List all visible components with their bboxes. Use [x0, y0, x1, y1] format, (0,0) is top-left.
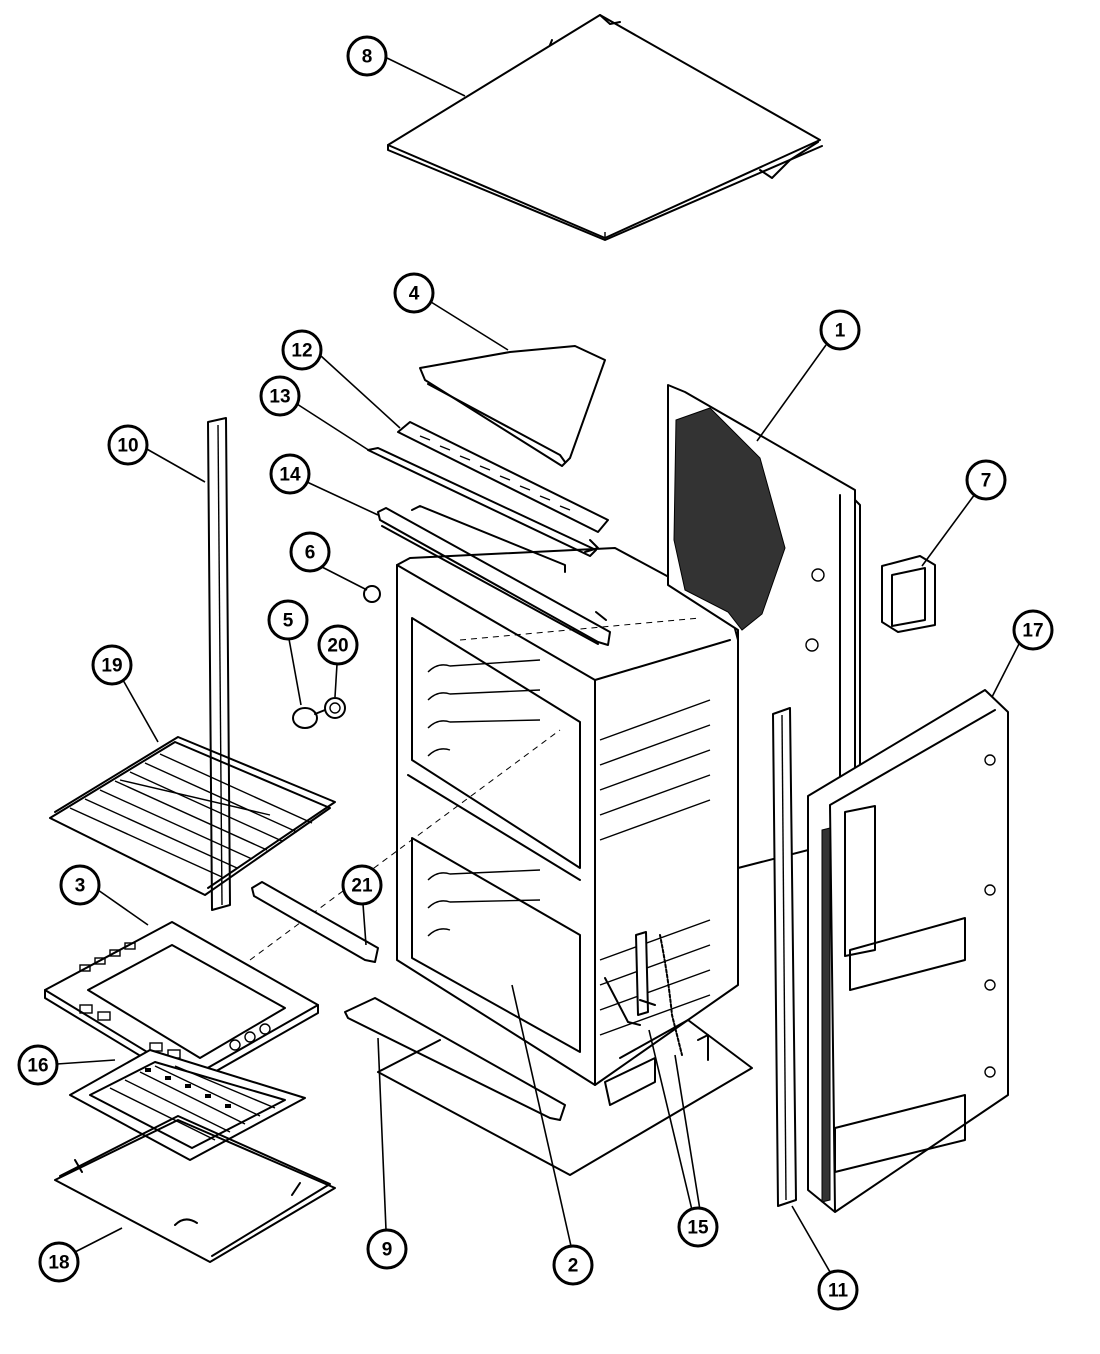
rack-support-part [251, 881, 379, 963]
callout-11-label: 11 [828, 1281, 849, 1302]
side-rail-right-part [772, 707, 797, 1207]
side-rail-left-part [207, 417, 231, 911]
bottom-tray-part [344, 997, 753, 1176]
callout-14-label: 14 [279, 465, 301, 486]
callout-10-label: 10 [117, 436, 138, 457]
callout-labels: 8 4 12 1 13 10 [17, 35, 1054, 1311]
callout-18: 18 [38, 1241, 80, 1283]
callout-3: 3 [59, 864, 101, 906]
callout-17: 17 [1012, 609, 1054, 651]
oven-rack-part [49, 736, 336, 896]
callout-11: 11 [817, 1269, 859, 1311]
top-panel-part [387, 14, 823, 241]
callout-5: 5 [267, 599, 309, 641]
callout-9: 9 [366, 1228, 408, 1270]
control-panel-part [44, 921, 319, 1087]
door-hinge-part [604, 931, 683, 1056]
callout-4-label: 4 [409, 284, 420, 305]
callout-21-label: 21 [351, 876, 373, 897]
callout-2-label: 2 [568, 1256, 579, 1277]
callout-7: 7 [965, 459, 1007, 501]
callout-1: 1 [819, 309, 861, 351]
callout-20: 20 [317, 624, 359, 666]
callout-5-label: 5 [283, 611, 294, 632]
callout-10: 10 [107, 424, 149, 466]
callout-7-label: 7 [981, 471, 992, 492]
callout-6-label: 6 [305, 543, 316, 564]
junction-box-part [881, 555, 936, 633]
callout-2: 2 [552, 1244, 594, 1286]
callout-15: 15 [677, 1206, 719, 1248]
callout-16-label: 16 [27, 1056, 48, 1077]
callout-15-label: 15 [687, 1218, 709, 1239]
callout-20-label: 20 [327, 636, 348, 657]
callout-18-label: 18 [48, 1253, 69, 1274]
callout-13: 13 [259, 375, 301, 417]
rack-frame-part [54, 1115, 336, 1263]
callout-8-label: 8 [362, 47, 373, 68]
side-panel-part [807, 689, 1009, 1213]
callout-12: 12 [281, 329, 323, 371]
vent-trim-part [367, 421, 609, 557]
callout-17-label: 17 [1022, 621, 1043, 642]
mounting-bracket-part [377, 505, 611, 646]
small-fittings [292, 585, 381, 729]
callout-3-label: 3 [75, 876, 86, 897]
callout-6: 6 [289, 531, 331, 573]
callout-4: 4 [393, 272, 435, 314]
callout-16: 16 [17, 1044, 59, 1086]
callout-12-label: 12 [291, 341, 312, 362]
callout-8: 8 [346, 35, 388, 77]
rear-panel-part [667, 384, 861, 869]
heat-shield-part [419, 345, 606, 467]
callout-9-label: 9 [382, 1240, 393, 1261]
callout-13-label: 13 [269, 387, 290, 408]
callout-14: 14 [269, 453, 311, 495]
callout-21: 21 [341, 864, 383, 906]
callout-19-label: 19 [101, 656, 122, 677]
callout-19: 19 [91, 644, 133, 686]
callout-1-label: 1 [835, 321, 846, 342]
oven-cavity-frame [249, 547, 739, 1086]
broiler-pan-part [69, 1049, 306, 1161]
